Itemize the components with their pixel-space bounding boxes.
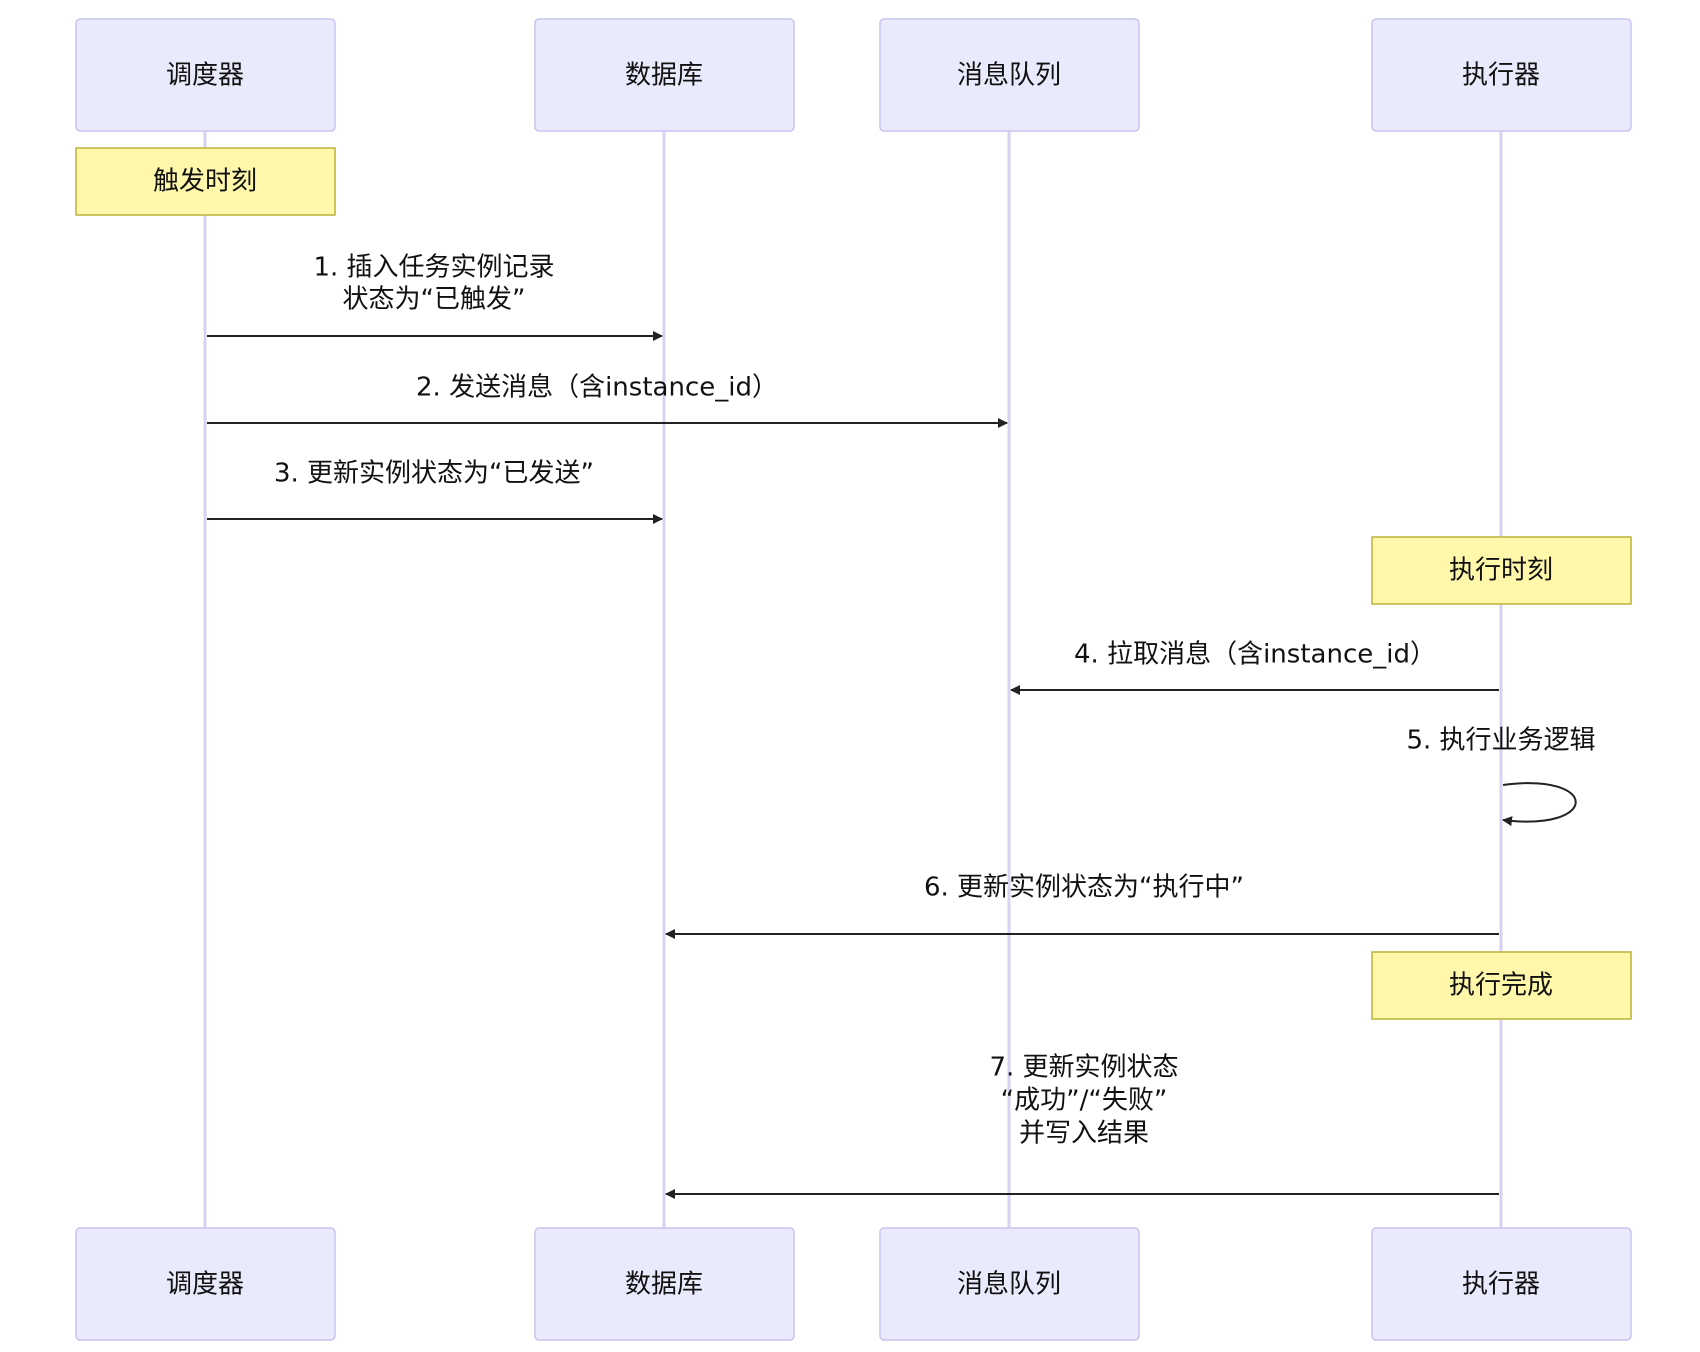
message-3: 3. 更新实例状态为“已发送”: [207, 459, 663, 524]
message-1: 1. 插入任务实例记录 状态为“已触发”: [207, 253, 663, 341]
actor-bottom-scheduler: 调度器: [75, 1227, 336, 1341]
message-3-label-line-1: 3. 更新实例状态为“已发送”: [274, 459, 594, 489]
message-7: 7. 更新实例状态 “成功”/“失败” 并写入结果: [665, 1053, 1499, 1199]
note-execute-done-label: 执行完成: [1449, 971, 1553, 1001]
actor-bottom-queue: 消息队列: [879, 1227, 1140, 1341]
actor-bottom-queue-label: 消息队列: [957, 1270, 1061, 1300]
message-5-label-line-1: 5. 执行业务逻辑: [1406, 726, 1595, 756]
actor-top-executor-label: 执行器: [1462, 61, 1540, 91]
message-1-label-line-2: 状态为“已触发”: [343, 285, 526, 315]
actor-top-scheduler-label: 调度器: [166, 61, 244, 91]
message-7-label-line-3: 并写入结果: [1019, 1119, 1149, 1149]
note-execute-done: 执行完成: [1371, 951, 1632, 1020]
message-5: 5. 执行业务逻辑: [1406, 726, 1596, 827]
note-trigger-time-label: 触发时刻: [153, 167, 257, 197]
message-7-label-line-1: 7. 更新实例状态: [989, 1053, 1178, 1083]
actor-top-queue-label: 消息队列: [957, 61, 1061, 91]
actor-top-executor: 执行器: [1371, 18, 1632, 132]
message-6-label-line-1: 6. 更新实例状态为“执行中”: [924, 873, 1244, 903]
actor-bottom-executor: 执行器: [1371, 1227, 1632, 1341]
note-trigger-time: 触发时刻: [75, 147, 336, 216]
message-2: 2. 发送消息（含instance_id）: [207, 373, 1008, 428]
message-4: 4. 拉取消息（含instance_id）: [1010, 640, 1499, 695]
note-execute-time: 执行时刻: [1371, 536, 1632, 605]
actor-top-queue: 消息队列: [879, 18, 1140, 132]
message-4-label-line-1: 4. 拉取消息（含instance_id）: [1074, 640, 1436, 670]
actor-bottom-database: 数据库: [534, 1227, 795, 1341]
message-7-label-line-2: “成功”/“失败”: [1001, 1086, 1168, 1116]
message-5-self-arrow: [1502, 782, 1577, 827]
actor-top-scheduler: 调度器: [75, 18, 336, 132]
actor-top-database-label: 数据库: [625, 61, 703, 91]
message-1-label-line-1: 1. 插入任务实例记录: [313, 253, 554, 283]
actor-bottom-database-label: 数据库: [625, 1270, 703, 1300]
actor-bottom-executor-label: 执行器: [1462, 1270, 1540, 1300]
message-2-label-line-1: 2. 发送消息（含instance_id）: [416, 373, 778, 403]
message-6: 6. 更新实例状态为“执行中”: [665, 873, 1499, 939]
actor-bottom-scheduler-label: 调度器: [166, 1270, 244, 1300]
note-execute-time-label: 执行时刻: [1449, 556, 1553, 586]
actor-top-database: 数据库: [534, 18, 795, 132]
